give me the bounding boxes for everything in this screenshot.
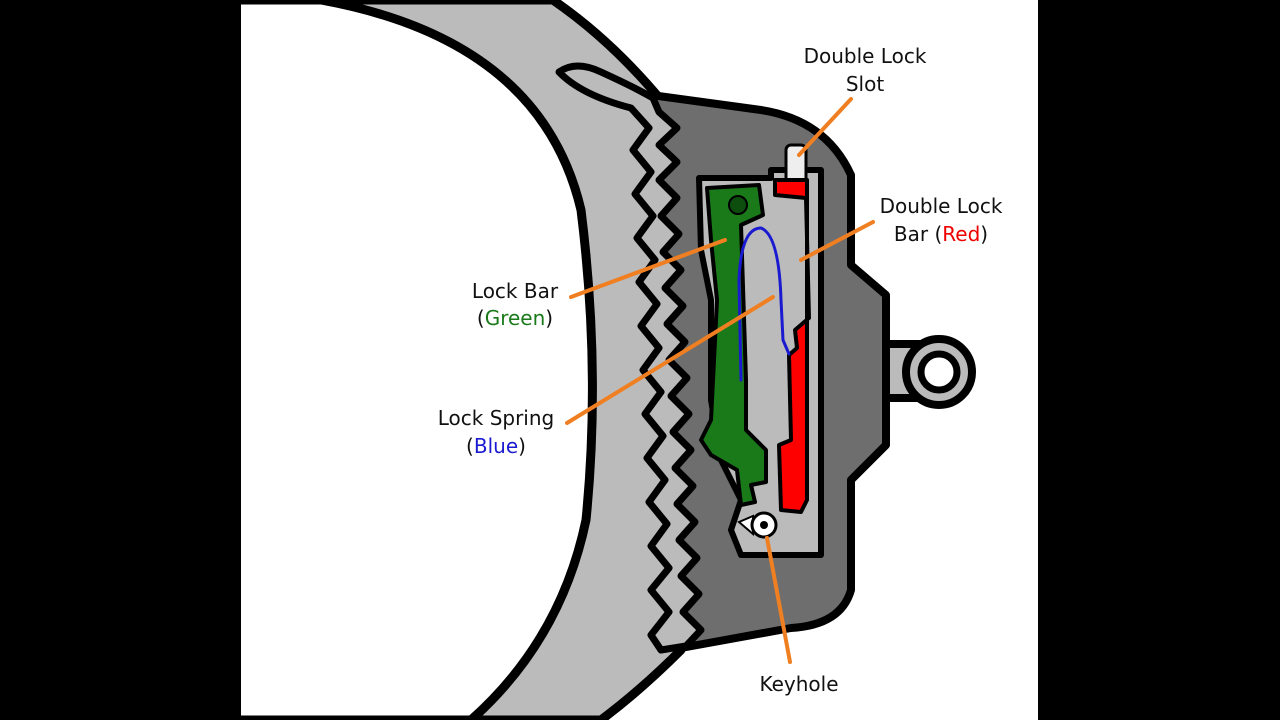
leader-double-lock-bar xyxy=(799,220,875,262)
label-double-lock-bar-line1: Double Lock xyxy=(880,194,1003,218)
label-lock-spring-line1: Lock Spring xyxy=(438,406,555,430)
swivel-ring-icon xyxy=(877,335,976,409)
lock-bar-green xyxy=(699,183,768,507)
label-double-lock-slot-line2: Slot xyxy=(846,72,884,96)
leader-keyhole xyxy=(765,536,792,664)
lock-spring-blue xyxy=(737,226,791,382)
double-lock-bar-red xyxy=(773,178,811,514)
leader-lock-spring xyxy=(565,295,775,425)
leader-lines xyxy=(565,97,875,664)
label-double-lock-bar-line2: Bar (Red) xyxy=(894,222,988,246)
label-keyhole: Keyhole xyxy=(759,672,838,696)
cuff-arm xyxy=(241,0,686,720)
ratchet-pawl xyxy=(555,62,705,654)
label-lock-bar-line2: (Green) xyxy=(477,306,553,330)
handcuff-lock-diagram: Double Lock Slot Double Lock Bar (Red) L… xyxy=(241,0,1003,720)
diagram-canvas: Double Lock Slot Double Lock Bar (Red) L… xyxy=(241,0,1038,720)
keyhole-icon xyxy=(737,511,778,539)
lock-bar-pivot xyxy=(728,195,748,215)
leader-double-lock-slot xyxy=(797,97,853,157)
leader-lock-bar xyxy=(569,238,727,299)
label-lock-spring-line2: (Blue) xyxy=(466,434,526,458)
label-lock-bar-line1: Lock Bar xyxy=(472,279,559,303)
label-double-lock-slot-line1: Double Lock xyxy=(804,44,927,68)
